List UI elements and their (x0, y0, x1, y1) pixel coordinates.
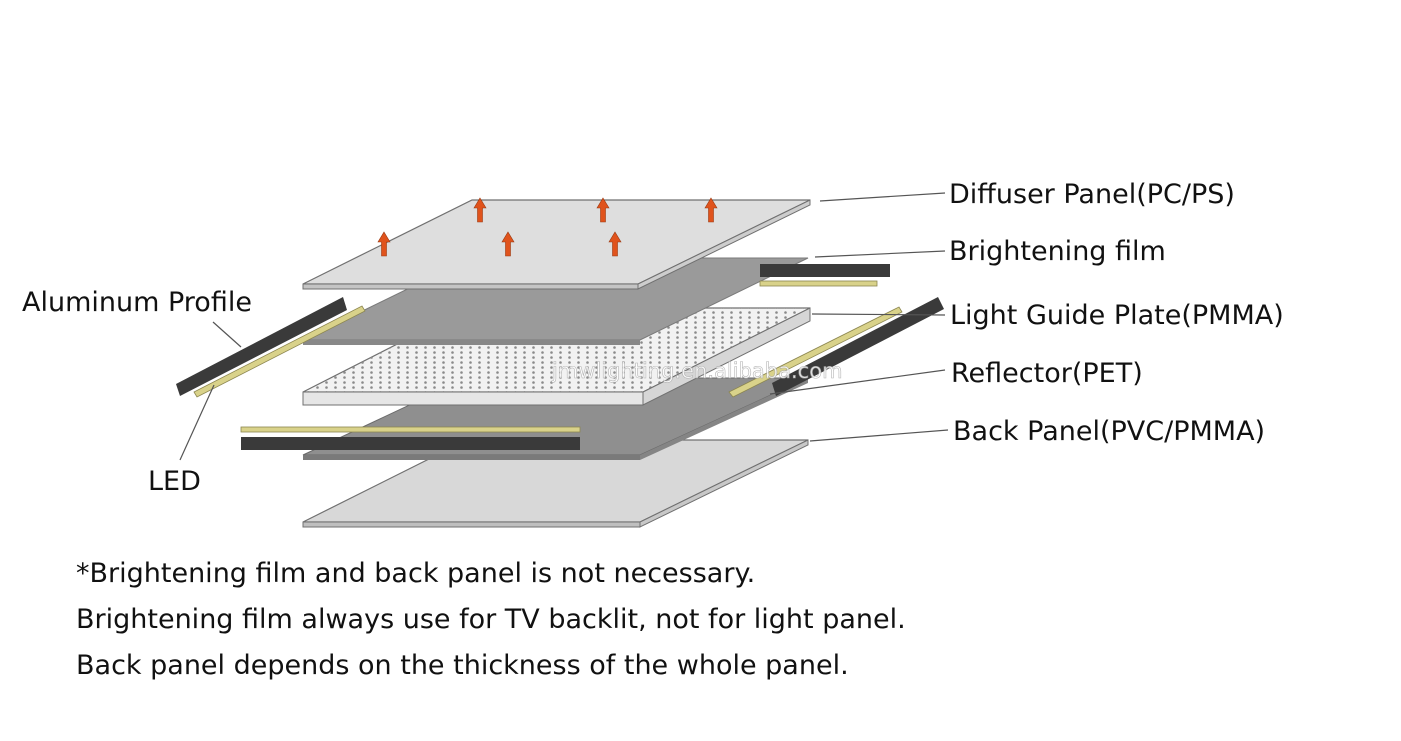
label-brightening-film: Brightening film (949, 236, 1166, 267)
label-diffuser-panel: Diffuser Panel(PC/PS) (949, 179, 1235, 210)
footnotes: *Brightening film and back panel is not … (76, 558, 906, 681)
right-led-assembly (728, 297, 944, 398)
leader-reflector (769, 369, 946, 395)
light-arrows (377, 197, 718, 257)
left-led-assembly (176, 297, 366, 398)
note-2: Brightening film always use for TV backl… (76, 604, 906, 635)
leader-brightening (814, 250, 946, 258)
label-aluminum-profile: Aluminum Profile (22, 287, 252, 318)
label-led: LED (148, 466, 201, 497)
aluminum-profile-top (760, 264, 890, 277)
light-arrow-icon (596, 197, 610, 223)
light-arrow-icon (704, 197, 718, 223)
light-arrow-icon (608, 231, 622, 257)
aluminum-profile-bottom (241, 437, 580, 450)
led-strip-bottom (240, 426, 581, 433)
leader-aluminum (212, 321, 242, 348)
leader-lines (179, 192, 949, 461)
top-led-assembly (759, 264, 890, 287)
diffuser-panel-layer (302, 199, 811, 290)
leader-light-guide (811, 313, 946, 316)
label-back-panel: Back Panel(PVC/PMMA) (953, 416, 1265, 447)
label-light-guide-plate: Light Guide Plate(PMMA) (950, 300, 1284, 331)
led-strip-left (193, 305, 366, 398)
label-reflector: Reflector(PET) (951, 358, 1143, 389)
note-1: *Brightening film and back panel is not … (76, 558, 755, 589)
back-panel-layer (302, 439, 809, 528)
led-strip-top (759, 280, 878, 287)
led-strip-right (728, 306, 903, 398)
aluminum-profile-right (772, 297, 944, 396)
note-3: Back panel depends on the thickness of t… (76, 650, 849, 681)
light-arrow-icon (501, 231, 515, 257)
component-labels: Diffuser Panel(PC/PS) Brightening film L… (22, 179, 1284, 497)
leader-back-panel (809, 429, 949, 442)
leader-diffuser (819, 192, 946, 202)
aluminum-profile-left (176, 297, 347, 396)
light-arrow-icon (377, 231, 391, 257)
bottom-led-assembly (240, 426, 581, 450)
leader-led (179, 384, 215, 461)
light-arrow-icon (473, 197, 487, 223)
watermark: jmwlighting.en.alibaba.com (551, 359, 843, 383)
